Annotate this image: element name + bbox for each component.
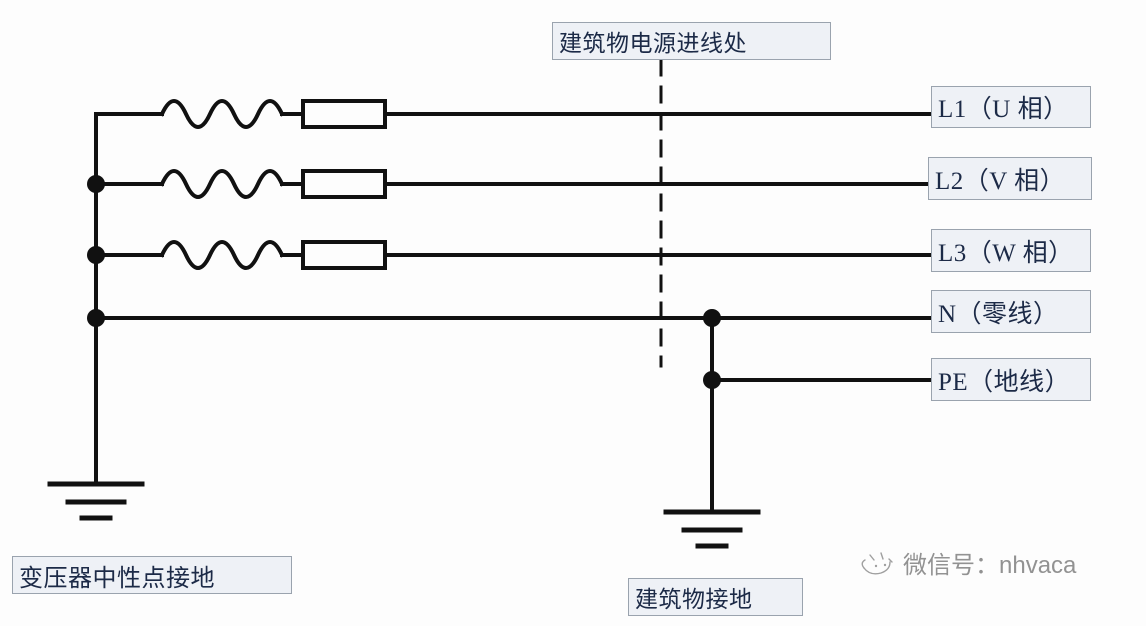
label-l1: L1（U 相） — [931, 86, 1091, 128]
watermark-text: 微信号：nhvaca — [903, 552, 1077, 579]
junction-dot-l3 — [87, 246, 105, 264]
junction-dot-pe-ground — [703, 371, 721, 389]
l3-inductor-coil — [159, 240, 285, 270]
l2-inductor-coil — [159, 169, 285, 199]
l2-fuse — [301, 169, 387, 199]
label-n: N（零线） — [931, 290, 1091, 333]
label-l2: L2（V 相） — [928, 157, 1092, 200]
junction-dot-n-ground — [703, 309, 721, 327]
junction-dot-n — [87, 309, 105, 327]
l1-fuse — [301, 99, 387, 129]
label-building-ground: 建筑物接地 — [628, 578, 803, 616]
junction-dots — [87, 175, 721, 389]
junction-dot-l2 — [87, 175, 105, 193]
label-service-entrance: 建筑物电源进线处 — [552, 22, 831, 60]
l1-inductor-coil — [159, 99, 285, 129]
watermark: 微信号：nhvaca — [858, 545, 1076, 580]
label-l3: L3（W 相） — [931, 229, 1091, 272]
sketch-face-icon — [861, 551, 893, 575]
label-transformer-ground: 变压器中性点接地 — [12, 556, 292, 594]
l3-fuse — [301, 240, 387, 270]
label-pe: PE（地线） — [931, 358, 1091, 401]
